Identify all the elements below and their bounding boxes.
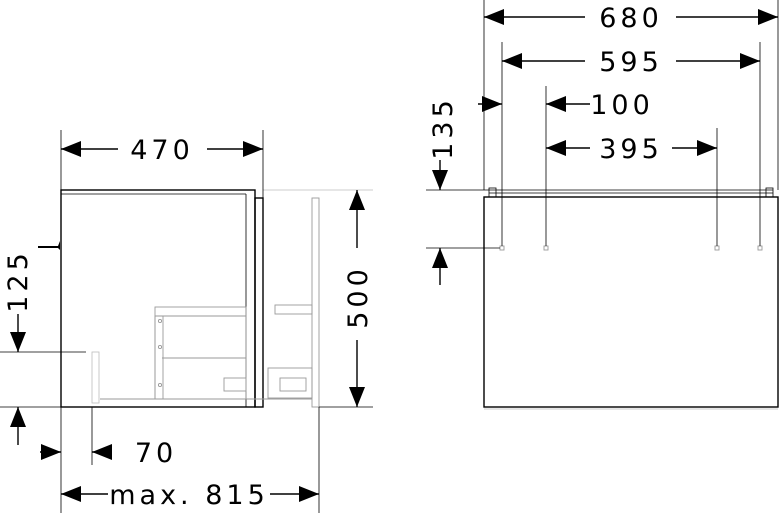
inner-drawer-frame	[154, 306, 247, 400]
dim-label-470: 470	[130, 135, 194, 166]
inner-drawer-right-box	[267, 367, 313, 399]
cabinet-body-front	[483, 196, 779, 408]
inner-drawer-plinth	[91, 351, 100, 404]
dim-label-135: 135	[428, 96, 459, 160]
dim-label-595: 595	[599, 47, 663, 78]
dim-label-125: 125	[3, 249, 34, 313]
dim-label-815: max. 815	[109, 480, 269, 511]
drawer-front	[254, 197, 264, 408]
mount-hole-2	[543, 245, 549, 251]
inner-organizer-right	[279, 377, 307, 392]
mount-hole-3	[714, 245, 720, 251]
mount-hole-1	[499, 245, 505, 251]
wall-bracket	[38, 241, 60, 250]
front-view: 680 595 135 100 395	[426, 0, 779, 410]
dim-label-100: 100	[590, 90, 654, 121]
inner-organizer-left	[223, 377, 247, 392]
cabinet-body-side	[60, 189, 256, 408]
dim-label-395: 395	[599, 134, 663, 165]
top-plate-end-right	[765, 187, 774, 198]
inner-drawer-handle	[274, 304, 313, 315]
dim-label-500: 500	[343, 265, 374, 329]
drawer-back-panel	[311, 197, 320, 408]
top-plate-end-left	[488, 187, 497, 198]
side-view: 470 500 125 70 max. 815	[0, 130, 374, 513]
dim-label-70: 70	[135, 438, 177, 469]
mount-hole-4	[757, 245, 763, 251]
dim-label-680: 680	[599, 3, 663, 34]
